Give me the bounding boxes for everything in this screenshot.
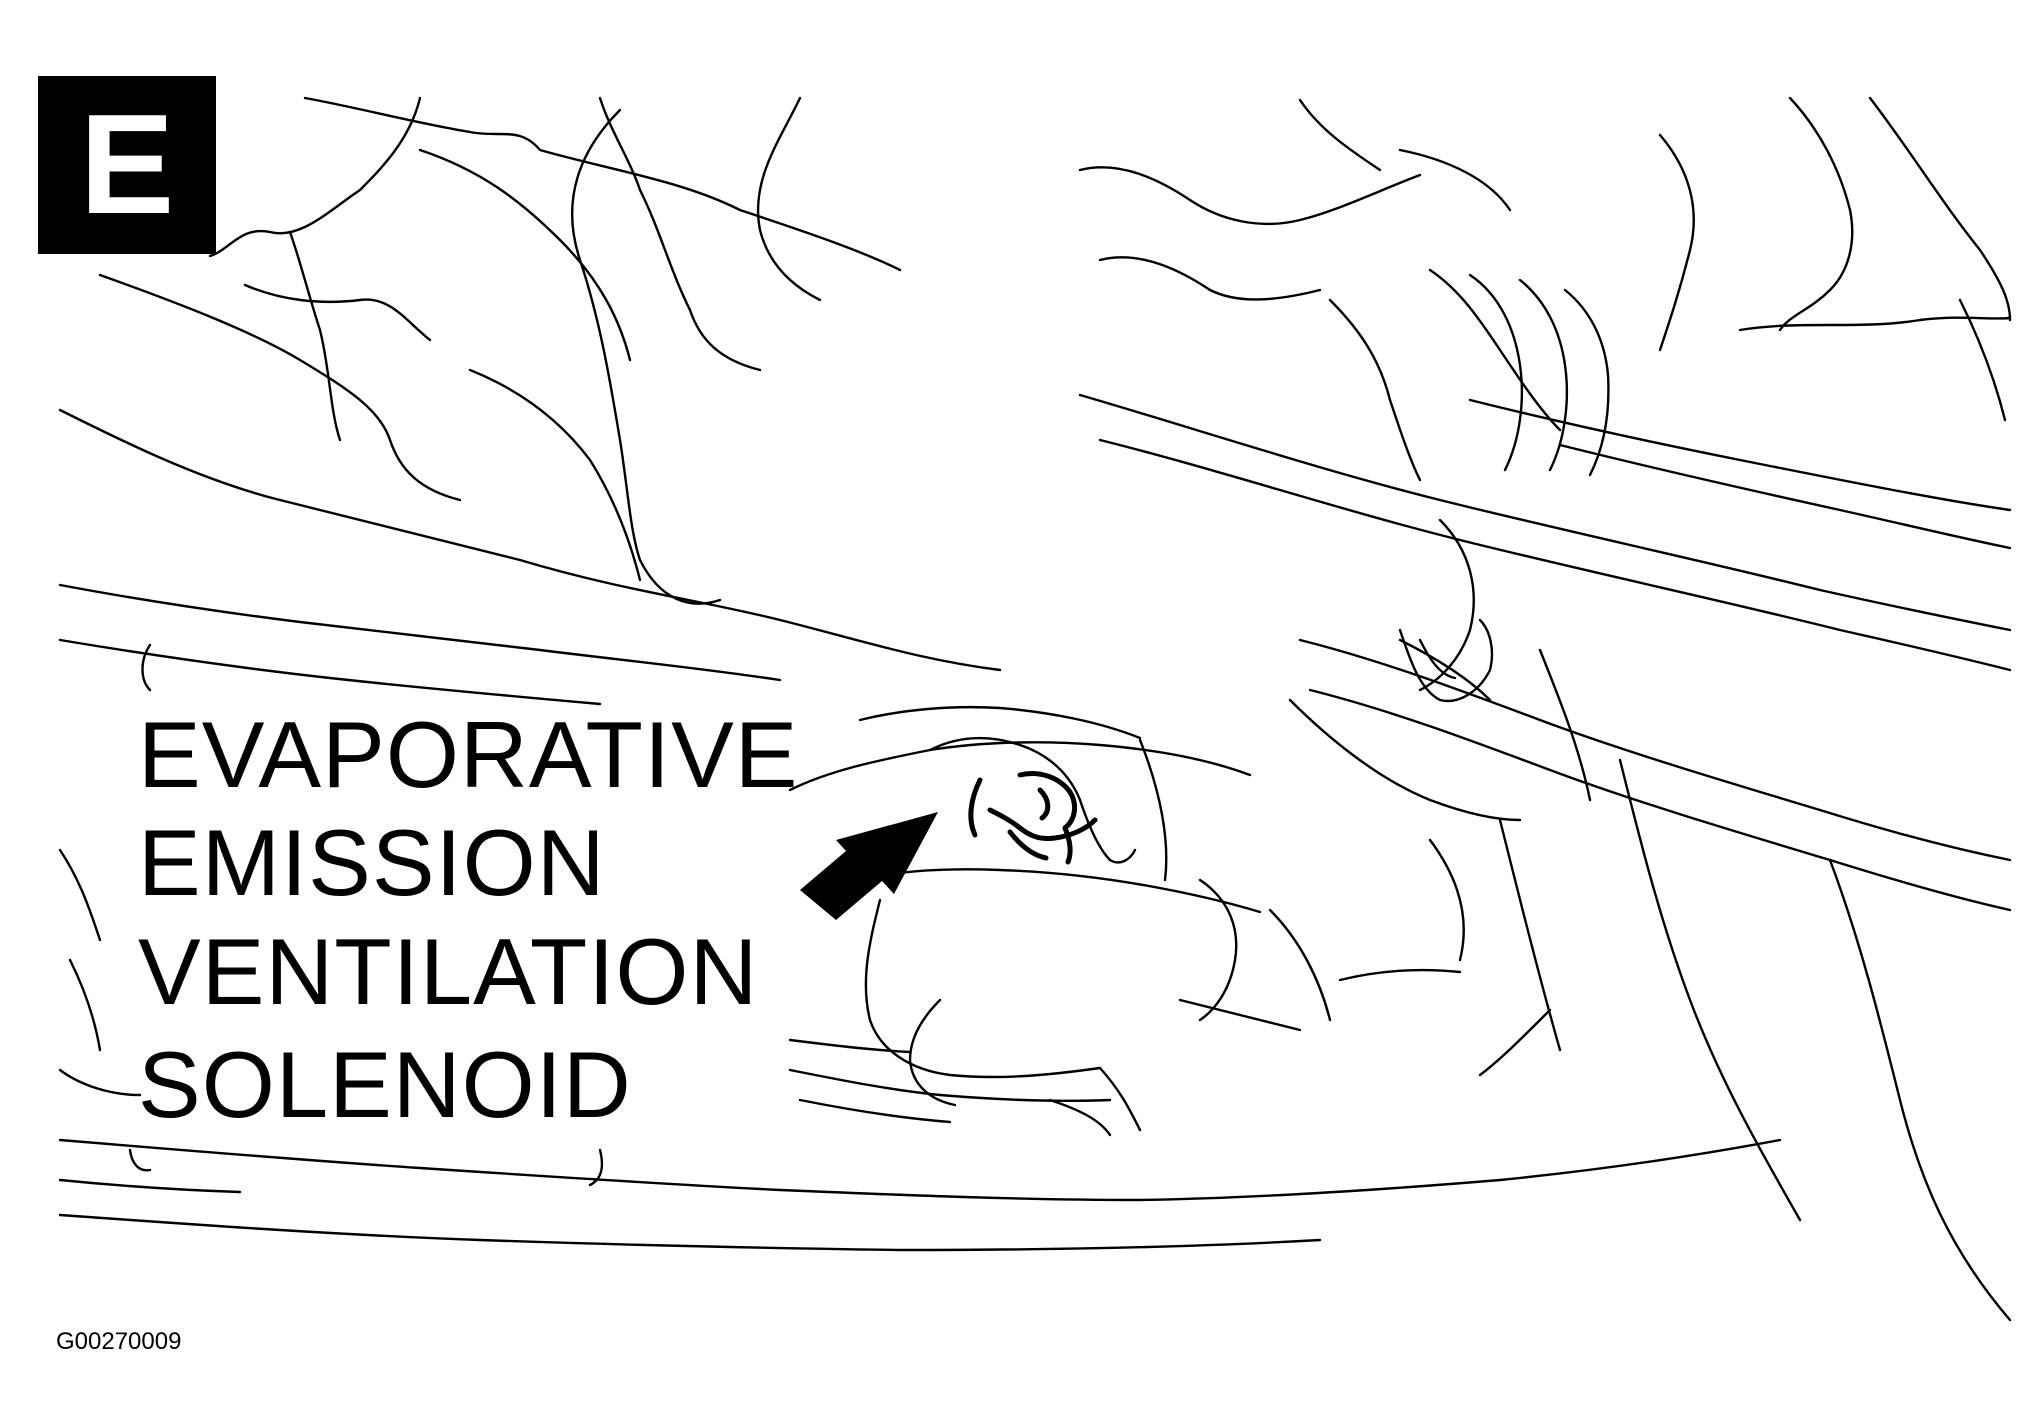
callout-line-2: EMISSION bbox=[138, 810, 606, 915]
callout-line-1: EVAPORATIVE bbox=[138, 702, 798, 807]
callout-line-4: SOLENOID bbox=[138, 1032, 632, 1137]
panel-badge: E bbox=[38, 76, 216, 254]
callout-label: EVAPORATIVE EMISSION VENTILATION SOLENOI… bbox=[138, 702, 798, 1137]
figure-code: G00270009 bbox=[56, 1328, 181, 1355]
panel-badge-letter: E bbox=[80, 85, 175, 244]
underbody-line-art bbox=[58, 96, 2012, 1322]
arrow-icon bbox=[800, 812, 938, 920]
callout-line-3: VENTILATION bbox=[138, 919, 758, 1024]
panel-badge-box bbox=[38, 76, 216, 254]
